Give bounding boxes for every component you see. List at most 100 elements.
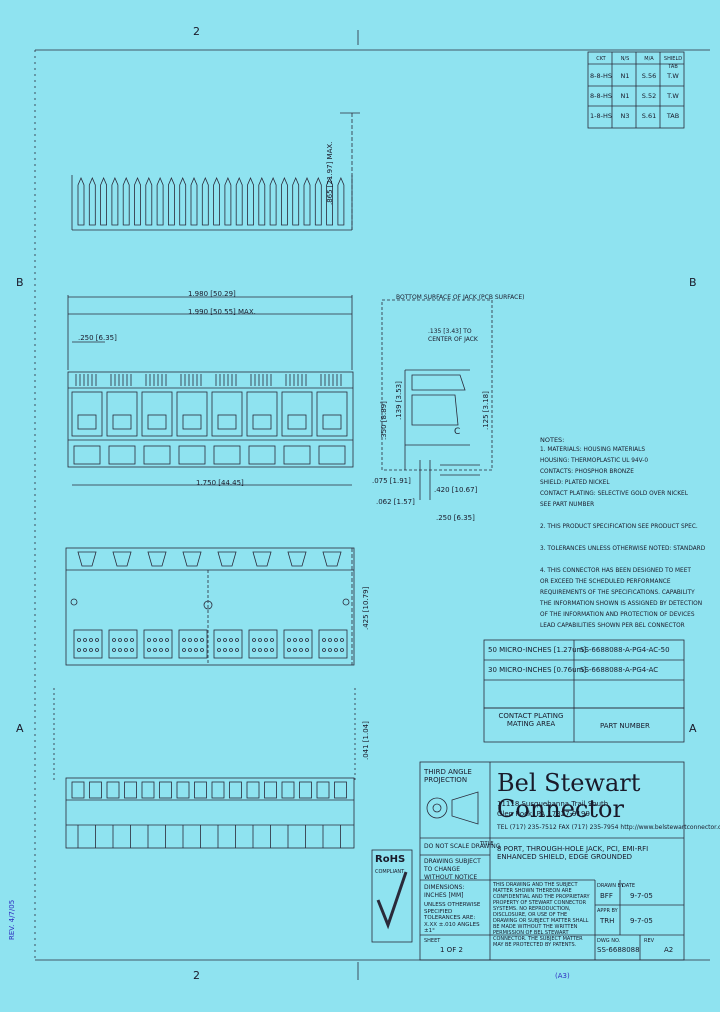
note-line: LEAD CAPABILITIES SHOWN PER BEL CONNECTO… [540, 623, 685, 629]
bottom-port-pin [322, 638, 326, 642]
front-port-opening [176, 391, 208, 437]
bottom-port-shape [147, 551, 167, 567]
dont-scale-label: DO NOT SCALE DRAWING [424, 843, 501, 850]
rohs-compliant: COMPLIANT [375, 869, 405, 875]
front-port-opening [71, 391, 103, 437]
rear-view-tab [124, 781, 137, 799]
mounting-hole [203, 600, 213, 610]
mounting-hole [342, 598, 350, 606]
dim-overall-max: 1.990 [50.55] MAX. [188, 308, 256, 316]
bottom-port-pin [95, 638, 99, 642]
sheet-value: 1 OF 2 [440, 946, 463, 954]
bottom-port-pin [147, 638, 151, 642]
bottom-port-pin [270, 648, 274, 652]
top-view-pin [258, 176, 266, 226]
table-cell: 8-8-HS [590, 72, 612, 80]
rear-view-tab [194, 781, 207, 799]
zone-left-b: B [16, 276, 24, 289]
top-view-pin [156, 176, 164, 226]
bottom-port-pin [328, 648, 332, 652]
table-cell: N3 [620, 112, 630, 120]
top-view-pin [269, 176, 277, 226]
company-name: Bel Stewart Connector [497, 769, 641, 823]
dwg-number-label: DWG NO. [597, 938, 621, 944]
rear-view-tab [141, 781, 155, 799]
part-row-1-plating: 50 MICRO-INCHES [1.27um] [488, 646, 587, 654]
table-cell: N1 [620, 92, 630, 100]
table-cell: S.52 [641, 92, 657, 100]
top-view-pin [145, 176, 153, 226]
title-label: TITLE [480, 841, 494, 847]
top-view-pin [224, 176, 232, 226]
bottom-port-pin [252, 648, 256, 652]
front-port-latch [147, 414, 167, 430]
part-header-plating: CONTACT PLATING MATING AREA [498, 712, 564, 728]
approved-by-label: APPR BY [597, 908, 618, 914]
table-cell: N1 [620, 72, 630, 80]
top-view-pin [179, 176, 187, 226]
bottom-port-pin [293, 648, 297, 652]
table-cell: 8-8-HS [590, 92, 612, 100]
rev-value: A2 [664, 946, 674, 954]
bottom-port-pin [188, 648, 192, 652]
table-header-cell: M/A [644, 56, 654, 62]
front-port-opening [211, 391, 243, 437]
note-line: CONTACT PLATING: SELECTIVE GOLD OVER NIC… [540, 491, 688, 497]
rear-view-tab [229, 781, 242, 799]
bottom-port-pad-group [213, 629, 243, 659]
mounting-hole [70, 598, 78, 606]
bottom-port-pad-group [178, 629, 208, 659]
bottom-port-pin [165, 638, 169, 642]
dim-side-b: .062 [1.57] [376, 498, 415, 506]
note-line: SHIELD: PLATED NICKEL [540, 480, 610, 486]
drawn-by-value: BFF [600, 892, 613, 900]
front-port-opening [141, 391, 173, 437]
zone-left-a: A [16, 722, 24, 735]
dim-pitch: .250 [6.35] [78, 334, 117, 342]
bottom-port-pin [182, 638, 186, 642]
bottom-port-pin [124, 648, 128, 652]
bottom-port-pin [287, 638, 291, 642]
bottom-port-pin [235, 648, 239, 652]
bottom-port-pin [340, 638, 344, 642]
company-address-1: 11118 Susquehanna Trail South [497, 800, 609, 808]
top-view-pin [190, 176, 198, 226]
top-view-pin [88, 176, 96, 226]
notes-title: NOTES: [540, 436, 565, 444]
drawn-date: 9-7-05 [630, 892, 653, 900]
company-address-2: Glen Rock, PA 17327-9199 [497, 810, 590, 818]
table-cell: T.W [667, 92, 679, 100]
front-port-latch [322, 414, 342, 430]
bottom-port-shape [182, 551, 202, 567]
bottom-port-pin [334, 648, 338, 652]
bottom-port-shape [112, 551, 132, 567]
bottom-port-shape [322, 551, 342, 567]
bottom-port-pin [200, 638, 204, 642]
front-port-lower [178, 445, 206, 465]
bottom-port-shape [77, 551, 97, 567]
company-contact: TEL (717) 235-7512 FAX (717) 235-7954 ht… [497, 824, 720, 831]
projection-label: THIRD ANGLE PROJECTION [424, 768, 472, 784]
rohs-badge: RoHS [375, 854, 406, 865]
dim-front-width: .041 [1.04] [362, 721, 370, 760]
bottom-port-pin [229, 638, 233, 642]
bottom-port-pin [258, 648, 262, 652]
dim-side-h3: .125 [3.18] [482, 391, 490, 430]
bottom-port-pin [322, 648, 326, 652]
bottom-port-pin [200, 648, 204, 652]
top-view-pin [281, 176, 288, 226]
table-cell: S.61 [641, 112, 657, 120]
bottom-port-pin [159, 648, 163, 652]
top-view-pin [337, 176, 345, 226]
bottom-port-pad-group [108, 629, 138, 659]
units-label: DIMENSIONS: INCHES [MM] [424, 884, 465, 899]
bottom-port-pad-group [318, 629, 348, 659]
bottom-port-pin [124, 638, 128, 642]
bottom-port-pin [95, 648, 99, 652]
top-view-pin [122, 176, 130, 226]
dim-overall: 1.980 [50.29] [188, 290, 236, 298]
rev-label: REV [644, 938, 655, 944]
rear-view-tab [299, 781, 312, 799]
table-header-cell: N/S [620, 56, 630, 62]
